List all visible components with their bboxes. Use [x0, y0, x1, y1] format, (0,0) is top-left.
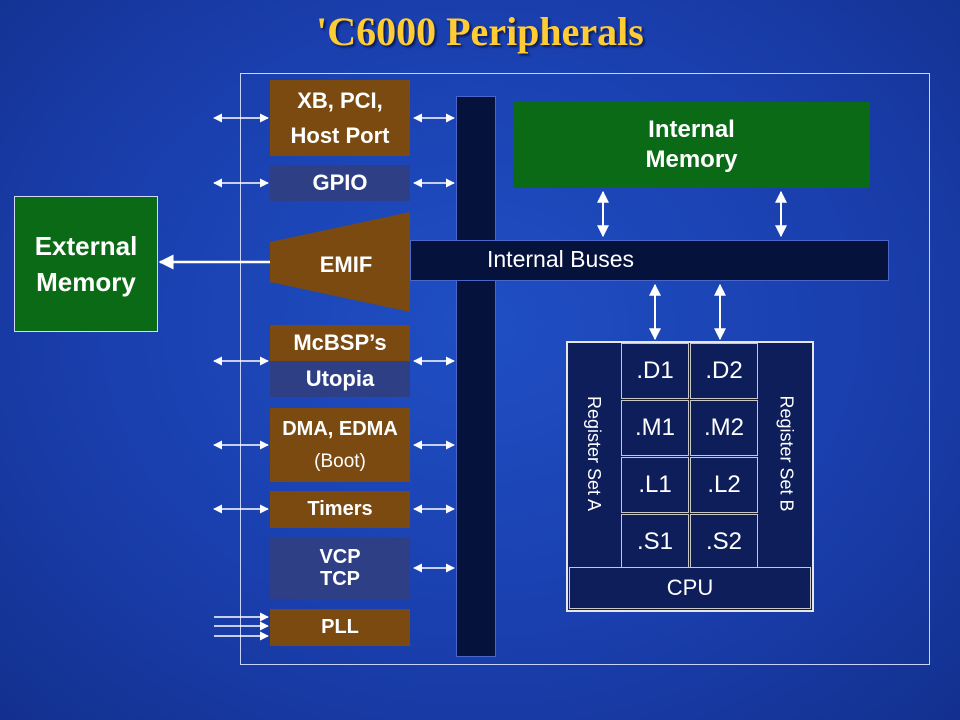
internal-buses-label: Internal Buses: [487, 246, 635, 272]
gpio-block: GPIO: [270, 165, 410, 201]
dma-edma-block: DMA, EDMA (Boot): [270, 408, 410, 482]
unit-m2: .M2: [690, 400, 758, 456]
pll-label: PLL: [321, 616, 359, 638]
timers-block: Timers: [270, 491, 410, 528]
mcbsp-block: McBSP’s: [270, 325, 410, 361]
gpio-label: GPIO: [312, 170, 368, 195]
internal-bus-vertical: [456, 96, 496, 657]
unit-d2: .D2: [690, 343, 758, 399]
mcbsp-label: McBSP’s: [293, 330, 387, 355]
chip-boundary: [240, 73, 930, 665]
vcp-label: VCP: [319, 546, 361, 568]
timers-label: Timers: [307, 498, 373, 520]
xb-pci-hostport-block: XB, PCI, Host Port: [270, 80, 410, 156]
unit-s1: .S1: [621, 514, 689, 570]
utopia-block: Utopia: [270, 361, 410, 397]
unit-d1: .D1: [621, 343, 689, 399]
xb-pci-label: XB, PCI,: [297, 87, 383, 113]
pll-block: PLL: [270, 609, 410, 646]
bus-junction: [457, 241, 495, 280]
vcp-tcp-block: VCP TCP: [270, 537, 410, 599]
unit-m1: .M1: [621, 400, 689, 456]
cpu-label-bar: CPU: [569, 567, 811, 609]
host-port-label: Host Port: [290, 123, 390, 148]
unit-l2: .L2: [690, 457, 758, 513]
unit-l1: .L1: [621, 457, 689, 513]
external-memory-label-2: Memory: [36, 267, 136, 297]
unit-s2: .S2: [690, 514, 758, 570]
internal-memory-label-1: Internal: [648, 116, 735, 143]
tcp-label: TCP: [320, 568, 360, 590]
internal-memory-label-2: Memory: [645, 146, 738, 173]
dma-edma-label: DMA, EDMA: [282, 417, 398, 440]
internal-memory-block: Internal Memory: [513, 102, 870, 188]
cpu-label: CPU: [666, 575, 714, 600]
emif-block: EMIF: [270, 212, 410, 312]
boot-label: (Boot): [314, 450, 366, 472]
external-memory-block: External Memory: [14, 196, 158, 332]
slide-title: 'C6000 Peripherals: [316, 9, 644, 54]
utopia-label: Utopia: [305, 366, 375, 391]
external-memory-label-1: External: [34, 230, 138, 261]
emif-label: EMIF: [320, 252, 373, 277]
